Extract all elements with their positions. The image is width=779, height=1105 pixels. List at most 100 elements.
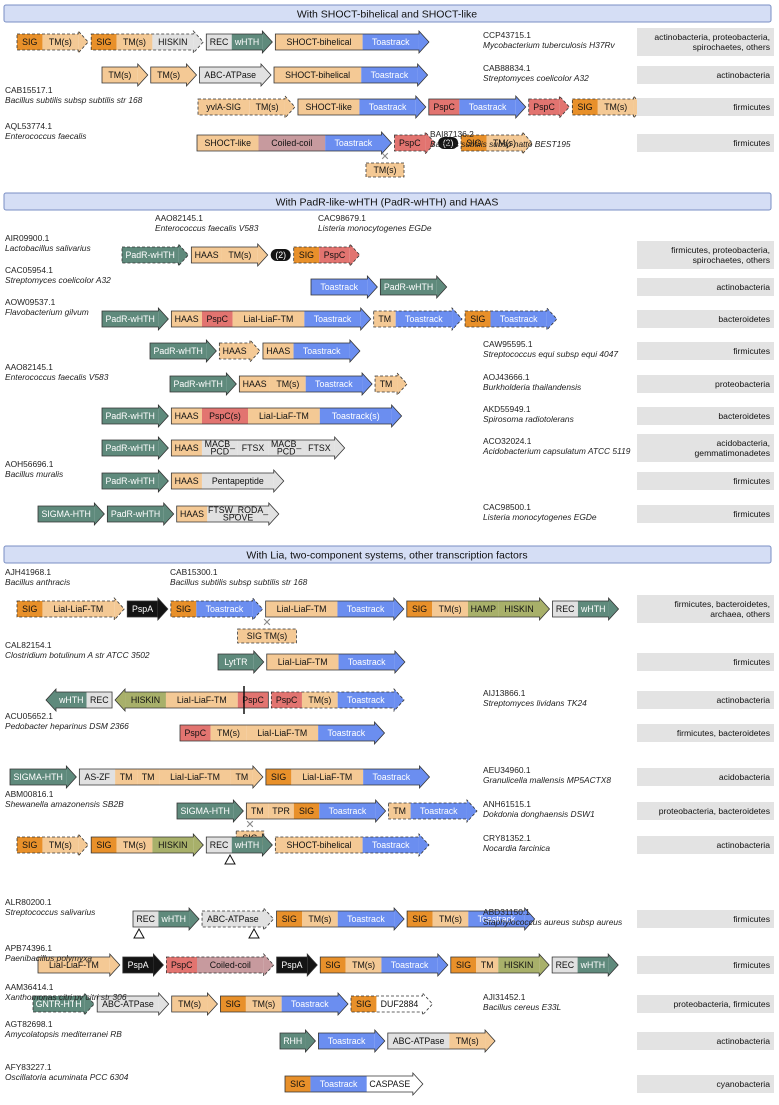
domain-label: SIG xyxy=(577,102,592,112)
gene-count-label: (2) xyxy=(275,250,286,260)
accession-label: CAB88834.1 xyxy=(483,63,531,73)
domain-block xyxy=(468,911,525,927)
domain-label: SIG xyxy=(290,1079,305,1089)
domain-block xyxy=(293,247,320,263)
domain-block xyxy=(102,473,159,489)
arrow-head xyxy=(466,800,477,822)
domain-label: Toastrack xyxy=(334,138,372,148)
domain-block xyxy=(56,692,87,708)
domain-block xyxy=(17,601,43,617)
arrow-head xyxy=(539,598,550,620)
domain-label: TM(s) xyxy=(178,999,201,1009)
domain-block xyxy=(152,34,194,50)
gene-outline xyxy=(552,596,620,622)
gene-outline xyxy=(126,596,169,622)
domain-block xyxy=(125,692,166,708)
domain-label: PadR-wHTH xyxy=(125,250,174,260)
domain-label: RHH xyxy=(283,1036,302,1046)
domain-block xyxy=(373,311,396,327)
gene-outline xyxy=(217,649,265,675)
domain-label: PspA xyxy=(128,960,149,970)
gene-outline xyxy=(205,832,273,858)
gene-outline xyxy=(45,687,113,713)
gene-outline xyxy=(270,687,405,713)
arrow-head xyxy=(226,373,237,395)
accession-label: ACO32024.1 xyxy=(483,436,532,446)
gene-outline xyxy=(238,371,373,397)
gene-arrow: ABC-ATPase xyxy=(201,906,275,932)
gene-outline xyxy=(318,1028,386,1054)
domain-block xyxy=(198,99,250,115)
domain-block xyxy=(387,1033,450,1049)
domain-label: SIG xyxy=(282,914,297,924)
domain-label: HAAS xyxy=(175,411,199,421)
domain-block xyxy=(262,343,294,359)
domain-label: SIG xyxy=(325,960,340,970)
domain-block xyxy=(202,911,264,927)
arrow-head xyxy=(418,834,429,856)
domain-label: PspC(s) xyxy=(209,411,241,421)
gene-arrow: LiaI-LiaF-TM xyxy=(37,952,121,978)
accession-label: AAO82145.1 xyxy=(5,362,53,372)
domain-label: Coiled-coil xyxy=(271,138,312,148)
domain-block xyxy=(450,957,477,973)
arrow-head xyxy=(178,244,189,266)
domain-block xyxy=(102,440,159,456)
organism-label: Lactobacillus salivarius xyxy=(5,243,91,253)
domain-label: PadR-wHTH xyxy=(105,476,154,486)
domain-label: TM(s) xyxy=(604,102,627,112)
domain-label: SIG xyxy=(96,840,111,850)
domain-block xyxy=(210,725,247,741)
arrow-head xyxy=(263,954,274,976)
accession-label: ABM00816.1 xyxy=(5,789,54,799)
domain-block xyxy=(275,837,363,853)
organism-label: Nocardia farcinica xyxy=(483,843,550,853)
domain-label: SIG xyxy=(176,604,191,614)
domain-block xyxy=(17,837,43,853)
domain-block xyxy=(337,911,395,927)
domain-block xyxy=(597,99,634,115)
domain-block xyxy=(345,957,382,973)
domain-block xyxy=(42,837,79,853)
arrow-head xyxy=(539,954,550,976)
domain-label: Toastrack xyxy=(478,914,516,924)
domain-label: SIG xyxy=(456,960,471,970)
domain-block xyxy=(265,769,292,785)
domain-block xyxy=(97,996,159,1012)
gene-outline xyxy=(284,1071,424,1097)
arrow-head xyxy=(114,598,125,620)
taxonomy-box xyxy=(637,505,774,523)
domain-block xyxy=(170,601,197,617)
gene-outline xyxy=(171,991,218,1017)
arrow-head xyxy=(273,470,284,492)
arrow-head xyxy=(524,908,535,930)
domain-block xyxy=(248,408,320,424)
domain-block xyxy=(302,911,338,927)
gene-outline xyxy=(196,130,393,156)
arrow-head xyxy=(452,308,463,330)
taxonomy-box xyxy=(637,98,774,116)
gene-arrow: PspA xyxy=(122,952,164,978)
domain-label: AS-ZF xyxy=(85,772,111,782)
organism-label: Listeria monocytogenes EGDe xyxy=(483,512,597,522)
gene-outline xyxy=(9,764,77,790)
organism-label: Staphylococcus aureus subsp aureus xyxy=(483,917,623,927)
organism-label: Streptococcus equi subsp equi 4047 xyxy=(483,349,618,359)
arrow-head xyxy=(360,308,371,330)
gene-outline xyxy=(406,596,551,622)
domain-label: TM(s) xyxy=(49,840,72,850)
